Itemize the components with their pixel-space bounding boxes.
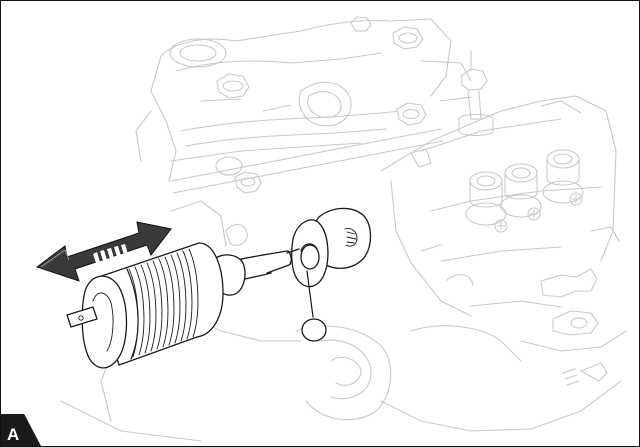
double-arrow-icon — [35, 221, 172, 282]
gasket-washer — [291, 219, 329, 288]
callout-leader-line — [306, 270, 314, 318]
callout-bubble — [301, 318, 327, 342]
figure-letter-label: A — [7, 425, 20, 444]
fuel-cut-solenoid — [66, 242, 300, 369]
engine-block-background — [60, 16, 627, 442]
